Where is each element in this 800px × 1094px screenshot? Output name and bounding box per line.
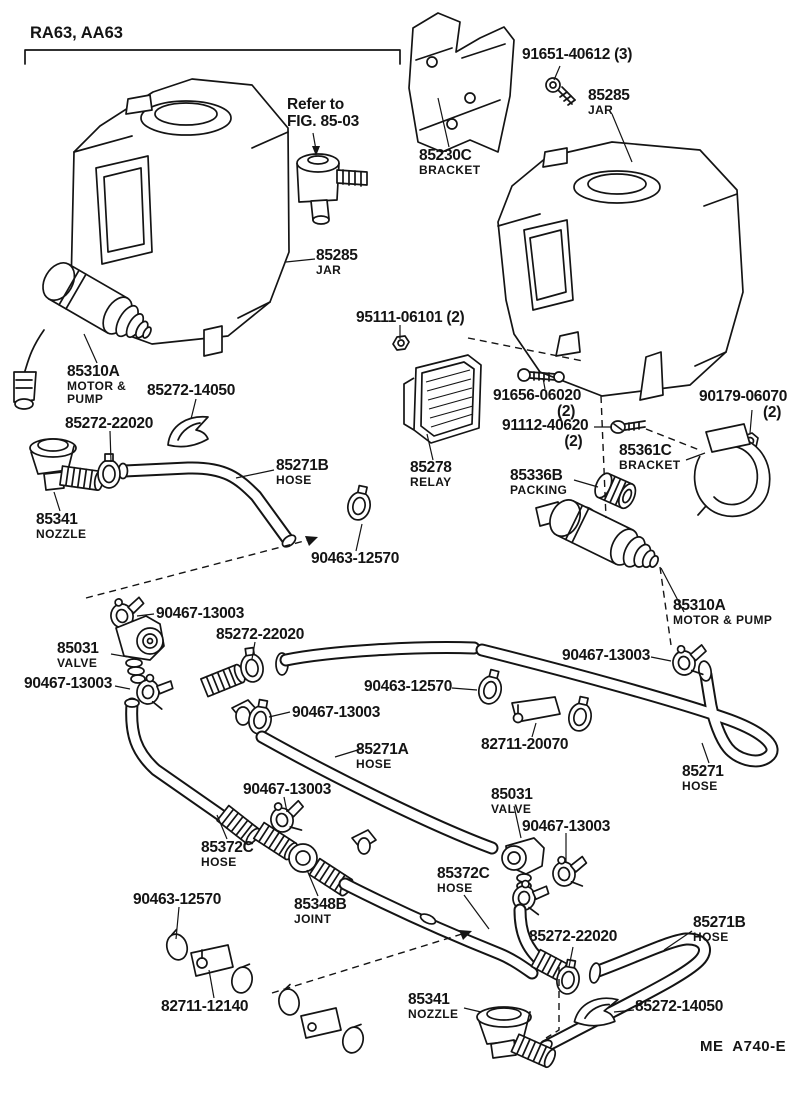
part-label-82711-12140: 82711-12140	[161, 998, 249, 1015]
clamp-85272-22020-left-drawing	[97, 453, 121, 489]
nozzle-left-drawing	[29, 438, 105, 492]
right-jar-drawing	[497, 141, 744, 401]
part-label-85272-22020-mid: 85272-22020	[216, 626, 305, 643]
nozzle-bottom-drawing	[476, 1006, 559, 1070]
drawing-code: ME A740-E	[700, 1038, 787, 1055]
part-label-90463-12570-mid: 90463-12570	[364, 678, 453, 695]
leader-lines	[53, 65, 753, 1013]
part-label-90467-13003-d: 90467-13003	[292, 704, 381, 721]
clip-85272-14050-upper-drawing	[167, 415, 209, 448]
bottom-clamps-drawing	[162, 927, 368, 1056]
dashed-lines	[85, 337, 703, 1039]
part-label-90467-13003-c: 90467-13003	[562, 647, 651, 664]
mount-bolt-drawing	[545, 77, 576, 106]
right-pump-drawing	[535, 499, 659, 569]
joint-85348b-drawing	[252, 795, 377, 899]
tee-fitting-drawing	[200, 645, 289, 737]
hose-85372c-left-drawing	[124, 697, 263, 848]
part-label-91656-06020: 91656-06020(2)	[493, 387, 582, 420]
left-jar-drawing	[70, 78, 290, 357]
title-bracket	[24, 49, 401, 65]
hose-85271-drawing	[279, 640, 779, 768]
part-label-91651-40612: 91651-40612 (3)	[522, 46, 633, 63]
relay-drawing	[403, 354, 482, 444]
ring-90463-mid-drawing	[475, 667, 507, 708]
part-label-90463-12570-lower: 90463-12570	[133, 891, 222, 908]
part-label-85272-14050-upper: 85272-14050	[147, 382, 236, 399]
washer-pump-small-drawing	[296, 153, 368, 225]
part-label-90467-13003-f: 90467-13003	[522, 818, 611, 835]
hose-85372c-right-drawing	[338, 877, 539, 980]
part-label-91112-40620: 91112-40620(2)	[502, 417, 589, 450]
packing-drawing	[594, 472, 637, 510]
page-title: RA63, AA63	[30, 24, 123, 42]
hose-85271a-drawing	[255, 730, 499, 855]
ring-90463-upper-drawing	[344, 483, 375, 523]
part-label-90467-13003-a: 90467-13003	[156, 605, 245, 622]
hose-85271b-upper-drawing	[117, 461, 297, 548]
strip-82711-20070-drawing	[511, 696, 561, 724]
ring-center-drawing	[565, 694, 596, 734]
top-bracket-drawing	[408, 12, 515, 153]
part-label-82711-20070: 82711-20070	[481, 736, 569, 753]
bracket-85361c-drawing	[693, 423, 771, 518]
valve-right-drawing	[501, 837, 592, 987]
screws-91656-drawing	[517, 368, 565, 383]
part-label-90463-12570-upper: 90463-12570	[311, 550, 400, 567]
part-label-90467-13003-b: 90467-13003	[24, 675, 113, 692]
arrowheads	[305, 146, 472, 940]
left-pump-drawing	[13, 262, 152, 410]
nut-95111-drawing	[392, 335, 410, 351]
part-label-90179-06070: 90179-06070(2)	[699, 388, 788, 421]
bolt-91112-drawing	[610, 420, 646, 434]
part-label-85272-14050-lower: 85272-14050	[635, 998, 724, 1015]
part-label-90467-13003-e: 90467-13003	[243, 781, 332, 798]
part-label-85272-22020-left: 85272-22020	[65, 415, 154, 432]
part-label-85272-22020-lower: 85272-22020	[529, 928, 618, 945]
part-label-95111-06101: 95111-06101 (2)	[356, 309, 465, 326]
